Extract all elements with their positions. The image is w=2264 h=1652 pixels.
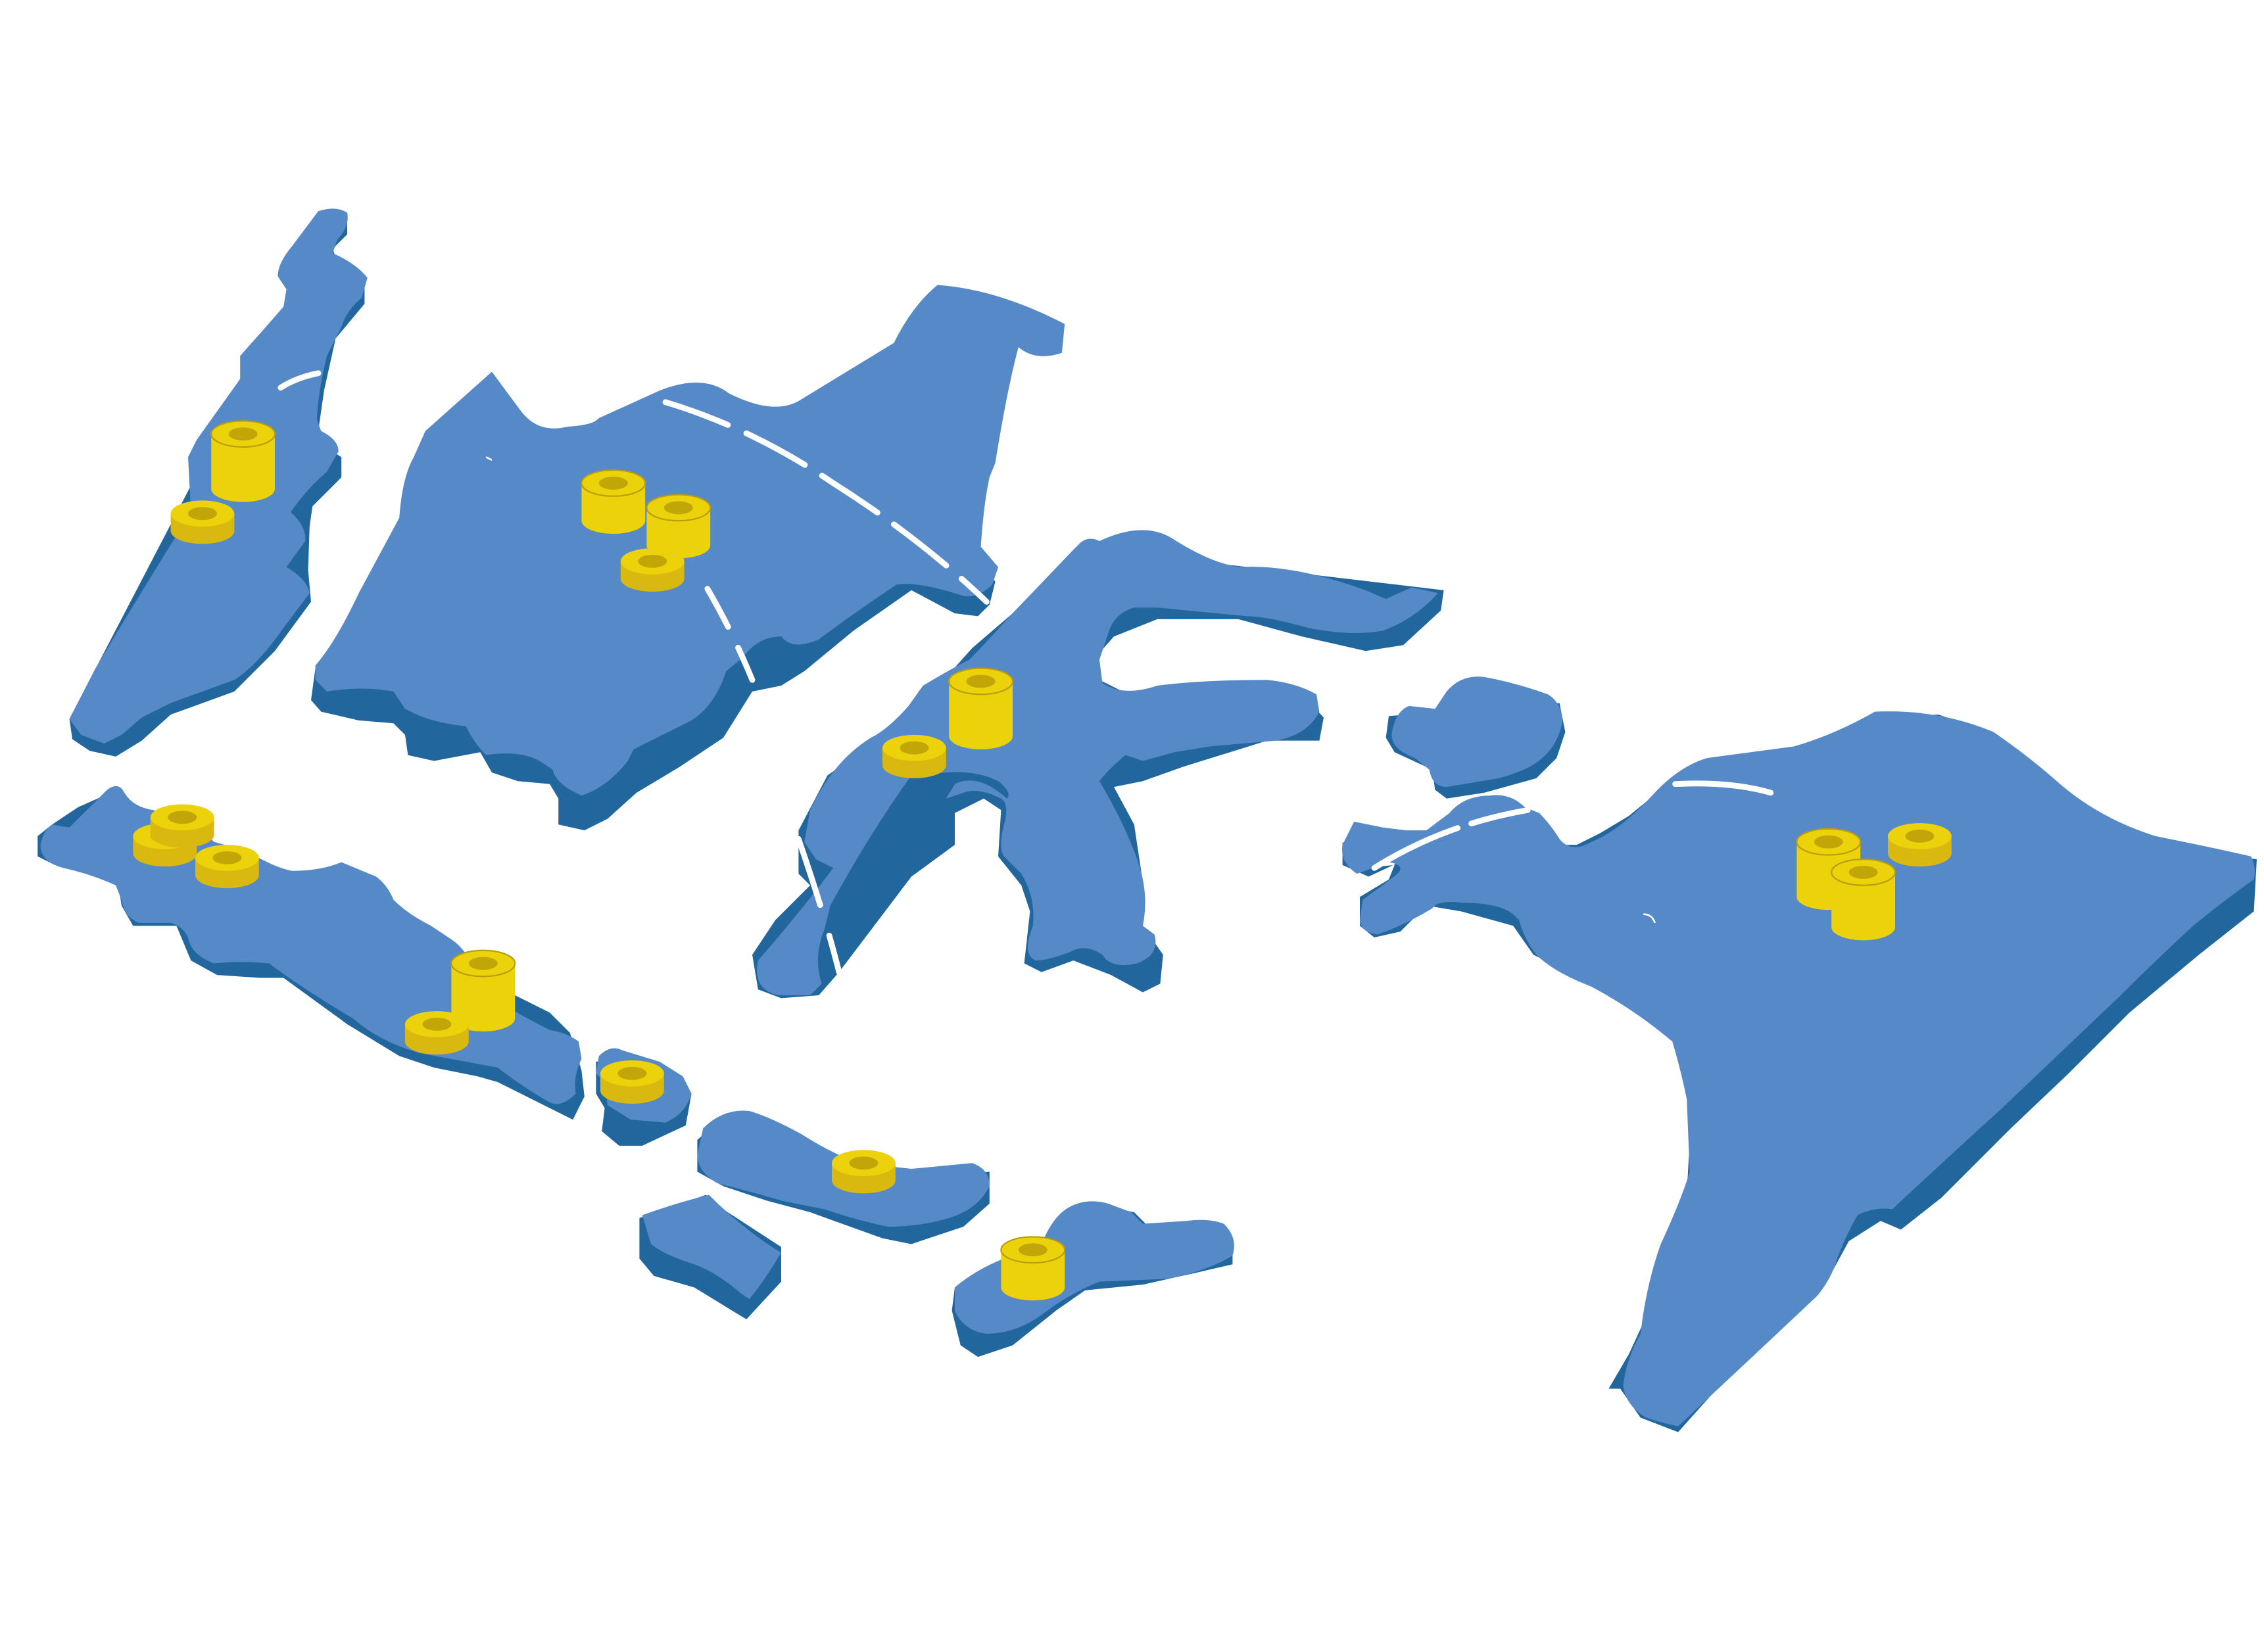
route-borneo-east[interactable] [704,586,756,683]
island-maluku-north[interactable] [1385,676,1566,799]
route-maluku[interactable] [1371,807,1531,871]
route-borneo-north[interactable] [662,399,990,605]
island-sulawesi[interactable] [752,530,1444,999]
marker-sulawesi-1[interactable] [948,667,1014,750]
island-sulawesi-top [757,530,1438,995]
marker-sulawesi-2[interactable] [882,734,946,778]
route-papua[interactable] [1672,780,1774,796]
island-papua[interactable] [1341,711,2257,1432]
marker-bali-1[interactable] [600,1060,664,1104]
marker-borneo-3[interactable] [620,548,685,592]
marker-papua-3[interactable] [1831,859,1896,941]
marker-timor-1[interactable] [1000,1236,1066,1302]
marker-java-3[interactable] [195,845,259,889]
marker-java-5[interactable] [405,1011,469,1055]
island-sumba-top [642,1194,781,1300]
island-papua-top [1341,711,2255,1427]
route-arrows [485,456,1656,924]
marker-papua-2[interactable] [1888,823,1952,867]
route-sumatra[interactable] [277,370,322,391]
island-timor[interactable] [951,1201,1234,1357]
marker-java-2[interactable] [150,804,214,848]
marker-borneo-1[interactable] [581,469,646,535]
island-sumba[interactable] [639,1194,781,1319]
marker-lombok-1[interactable] [832,1150,896,1194]
island-maluku-north-top [1391,676,1562,788]
route-arrow-papua [1643,913,1656,924]
route-arrow-borneo [485,456,493,461]
routes [277,370,1774,976]
marker-sumatra-1[interactable] [210,420,276,503]
route-sulawesi[interactable] [796,836,842,976]
island-java-top [40,786,582,1104]
island-timor-top [955,1201,1234,1334]
marker-sumatra-2[interactable] [170,500,235,544]
